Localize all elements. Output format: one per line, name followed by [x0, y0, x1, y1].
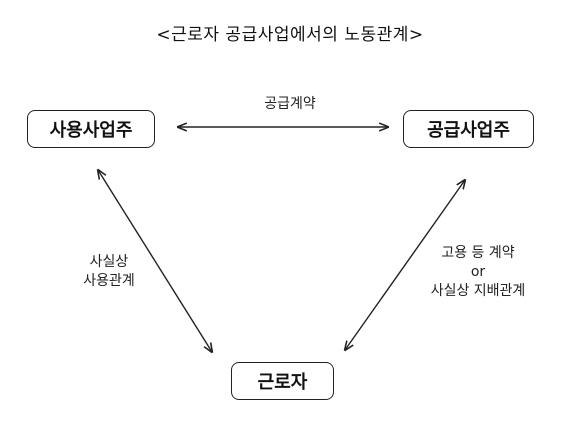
arrow-user-worker — [98, 170, 212, 352]
diagram-title: <근로자 공급사업에서의 노동관계> — [156, 25, 424, 45]
de-facto-line-2: 사용관계 — [83, 273, 135, 289]
arrow-supplier-worker — [345, 180, 465, 350]
worker-node: 근로자 — [231, 362, 334, 400]
user-employer-label: 사용사업주 — [49, 120, 133, 141]
de-facto-line-1: 사실상 — [89, 254, 129, 270]
employment-line-3: 사실상 지배관계 — [430, 283, 526, 299]
supplier-employer-label: 공급사업주 — [427, 120, 510, 141]
supply-contract-label: 공급계약 — [264, 96, 316, 112]
employment-line-1: 고용 등 계약 — [441, 245, 515, 261]
supplier-employer-node: 공급사업주 — [403, 110, 534, 148]
employment-line-2: or — [470, 264, 486, 280]
user-employer-node: 사용사업주 — [27, 110, 155, 148]
worker-label: 근로자 — [257, 372, 308, 393]
de-facto-employment-label: 사실상 사용관계 — [54, 253, 164, 291]
employment-contract-label: 고용 등 계약 or 사실상 지배관계 — [408, 244, 548, 301]
